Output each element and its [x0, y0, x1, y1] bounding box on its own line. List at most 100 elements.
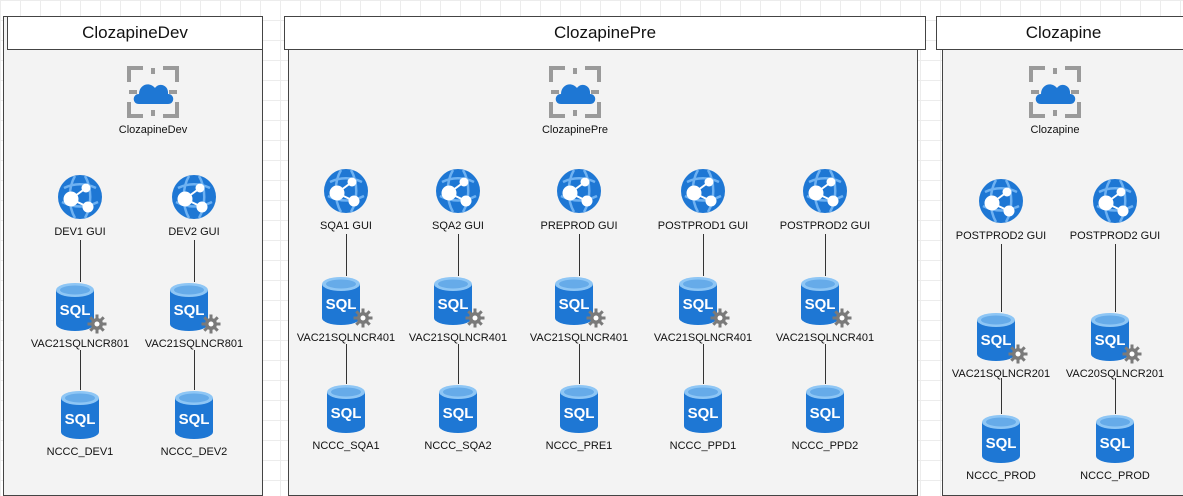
cloud-service-icon	[549, 66, 601, 118]
sql-database-icon: SQL	[982, 415, 1020, 463]
svg-text:SQL: SQL	[559, 296, 590, 313]
web-app-icon	[324, 169, 368, 213]
connector-line	[80, 240, 81, 282]
sql-server-icon: SQL	[679, 277, 730, 328]
connector-line	[458, 234, 459, 276]
sql-server-node[interactable]: SQL VAC21SQLNCR401	[281, 276, 411, 344]
web-app-node[interactable]: PREPROD GUI	[514, 166, 644, 232]
group-title: ClozapineDev	[82, 23, 188, 42]
sql-database-icon: SQL	[806, 385, 844, 433]
web-app-icon	[172, 175, 216, 219]
sql-database-node[interactable]: SQL NCCC_PRE1	[514, 384, 644, 452]
web-app-node[interactable]: POSTPROD2 GUI	[936, 176, 1066, 242]
sql-server-node[interactable]: SQL VAC21SQLNCR401	[638, 276, 768, 344]
sql-database-label: NCCC_SQA1	[312, 440, 380, 452]
connector-line	[825, 234, 826, 276]
web-app-node[interactable]: POSTPROD2 GUI	[760, 166, 890, 232]
sql-server-node[interactable]: SQL VAC21SQLNCR401	[393, 276, 523, 344]
svg-text:SQL: SQL	[564, 405, 595, 422]
connector-line	[1115, 378, 1116, 414]
connector-line	[825, 344, 826, 384]
sql-database-label: NCCC_DEV1	[46, 446, 114, 458]
sql-server-label: VAC21SQLNCR201	[951, 368, 1051, 380]
sql-database-icon: SQL	[684, 385, 722, 433]
connector-line	[579, 344, 580, 384]
sql-server-icon: SQL	[555, 277, 606, 328]
connector-line	[346, 344, 347, 384]
sql-database-node[interactable]: SQL NCCC_DEV1	[15, 390, 145, 458]
svg-text:SQL: SQL	[810, 405, 841, 422]
cloud-service-icon	[127, 66, 179, 118]
group-header-clozapine: Clozapine	[936, 16, 1183, 50]
svg-text:SQL: SQL	[986, 435, 1017, 452]
web-app-icon	[803, 169, 847, 213]
svg-text:SQL: SQL	[443, 405, 474, 422]
svg-text:SQL: SQL	[174, 302, 205, 319]
svg-text:SQL: SQL	[1095, 332, 1126, 349]
sql-database-node[interactable]: SQL NCCC_SQA2	[393, 384, 523, 452]
web-app-node[interactable]: SQA1 GUI	[281, 166, 411, 232]
web-app-label: POSTPROD1 GUI	[657, 220, 749, 232]
sql-database-icon: SQL	[1096, 415, 1134, 463]
sql-server-node[interactable]: SQL VAC21SQLNCR401	[760, 276, 890, 344]
sql-database-label: NCCC_SQA2	[424, 440, 492, 452]
cloud-service-node[interactable]: ClozapinePre	[510, 64, 640, 136]
svg-text:SQL: SQL	[331, 405, 362, 422]
svg-text:SQL: SQL	[326, 296, 357, 313]
web-app-node[interactable]: SQA2 GUI	[393, 166, 523, 232]
cloud-service-node[interactable]: ClozapineDev	[88, 64, 218, 136]
cloud-service-node[interactable]: Clozapine	[990, 64, 1120, 136]
sql-database-icon: SQL	[439, 385, 477, 433]
sql-server-icon: SQL	[977, 313, 1028, 364]
sql-server-label: VAC21SQLNCR801	[30, 338, 130, 350]
web-app-label: DEV1 GUI	[54, 226, 106, 238]
web-app-label: DEV2 GUI	[168, 226, 220, 238]
svg-text:SQL: SQL	[981, 332, 1012, 349]
web-app-label: SQA2 GUI	[432, 220, 484, 232]
web-app-icon	[58, 175, 102, 219]
connector-line	[703, 344, 704, 384]
svg-text:SQL: SQL	[60, 302, 91, 319]
sql-server-label: VAC21SQLNCR401	[408, 332, 508, 344]
sql-server-icon: SQL	[1091, 313, 1142, 364]
cloud-service-label: ClozapineDev	[118, 124, 188, 136]
group-panel-clozapinedev	[3, 16, 263, 496]
cloud-service-icon	[1029, 66, 1081, 118]
sql-database-icon: SQL	[560, 385, 598, 433]
connector-line	[194, 240, 195, 282]
sql-server-node[interactable]: SQL VAC20SQLNCR201	[1050, 312, 1180, 380]
sql-database-node[interactable]: SQL NCCC_DEV2	[129, 390, 259, 458]
group-header-clozapinepre: ClozapinePre	[284, 16, 926, 50]
sql-server-node[interactable]: SQL VAC21SQLNCR401	[514, 276, 644, 344]
web-app-icon	[436, 169, 480, 213]
svg-text:SQL: SQL	[688, 405, 719, 422]
web-app-label: SQA1 GUI	[320, 220, 372, 232]
web-app-node[interactable]: POSTPROD1 GUI	[638, 166, 768, 232]
cloud-service-label: Clozapine	[1030, 124, 1080, 136]
sql-server-icon: SQL	[56, 283, 107, 334]
sql-server-node[interactable]: SQL VAC21SQLNCR801	[15, 282, 145, 350]
sql-database-label: NCCC_PROD	[1080, 470, 1150, 482]
web-app-icon	[681, 169, 725, 213]
web-app-label: PREPROD GUI	[540, 220, 618, 232]
sql-database-node[interactable]: SQL NCCC_PROD	[936, 414, 1066, 482]
sql-database-label: NCCC_DEV2	[160, 446, 228, 458]
web-app-node[interactable]: DEV2 GUI	[129, 172, 259, 238]
sql-database-icon: SQL	[175, 391, 213, 439]
web-app-icon	[979, 179, 1023, 223]
web-app-icon	[557, 169, 601, 213]
connector-line	[458, 344, 459, 384]
sql-database-node[interactable]: SQL NCCC_PROD	[1050, 414, 1180, 482]
sql-database-node[interactable]: SQL NCCC_PPD1	[638, 384, 768, 452]
web-app-node[interactable]: POSTPROD2 GUI	[1050, 176, 1180, 242]
connector-line	[194, 350, 195, 390]
sql-server-node[interactable]: SQL VAC21SQLNCR801	[129, 282, 259, 350]
sql-database-node[interactable]: SQL NCCC_PPD2	[760, 384, 890, 452]
sql-database-label: NCCC_PROD	[966, 470, 1036, 482]
web-app-node[interactable]: DEV1 GUI	[15, 172, 145, 238]
sql-database-node[interactable]: SQL NCCC_SQA1	[281, 384, 411, 452]
svg-text:SQL: SQL	[179, 411, 210, 428]
web-app-icon	[1093, 179, 1137, 223]
sql-server-node[interactable]: SQL VAC21SQLNCR201	[936, 312, 1066, 380]
svg-text:SQL: SQL	[438, 296, 469, 313]
